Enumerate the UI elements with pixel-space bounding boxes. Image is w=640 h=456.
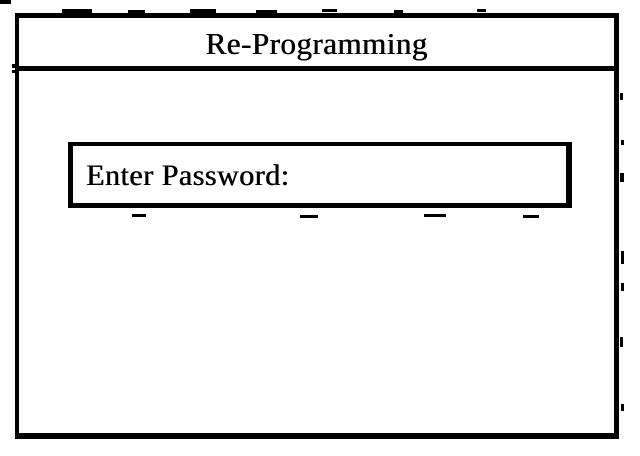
window-titlebar: Re-Programming [19, 18, 614, 71]
password-field[interactable]: Enter Password: [68, 142, 572, 208]
scan-artifact [621, 404, 624, 411]
scan-artifact [621, 140, 624, 145]
scan-artifact [322, 9, 337, 12]
scan-artifact [621, 283, 624, 291]
scan-artifact [477, 9, 486, 12]
scan-artifact [620, 337, 623, 347]
scan-artifact [621, 251, 624, 264]
scan-artifact [0, 0, 11, 4]
window-body: Enter Password: [19, 71, 614, 433]
scan-artifact [620, 173, 624, 182]
reprogramming-window: Re-Programming Enter Password: [15, 13, 619, 439]
window-title: Re-Programming [205, 25, 428, 61]
password-label: Enter Password: [86, 158, 290, 192]
password-input[interactable] [289, 146, 566, 203]
scan-artifact [620, 93, 623, 100]
